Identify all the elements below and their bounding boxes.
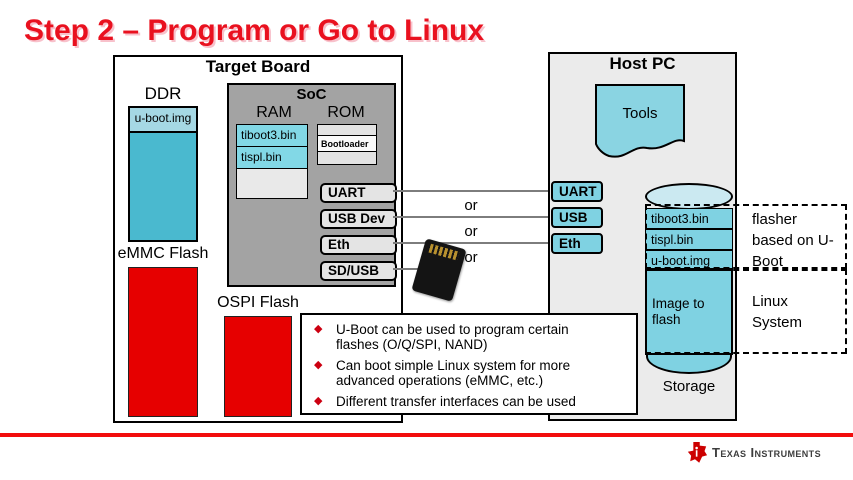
- soc-box: SoC RAM ROM tiboot3.bin tispl.bin Bootlo…: [227, 83, 397, 287]
- diamond-bullet-icon: ◆: [314, 323, 323, 335]
- ram-label: RAM: [256, 104, 292, 121]
- host-port-eth: Eth: [551, 233, 603, 254]
- note-text: Can boot simple Linux system for more ad…: [336, 358, 570, 388]
- emmc-flash-box: [128, 267, 198, 417]
- note-line: U-Boot can be used to program certain: [336, 322, 569, 337]
- brand-wordmark: Texas Instruments: [712, 445, 821, 460]
- storage-file-row: tispl.bin: [645, 229, 733, 250]
- ram-stack: tiboot3.bin tispl.bin: [236, 124, 308, 199]
- note-text: Different transfer interfaces can be use…: [336, 394, 576, 409]
- notes-box: ◆ U-Boot can be used to program certain …: [300, 313, 638, 415]
- rom-bootloader-row: Bootloader: [318, 136, 376, 152]
- micro-sd-card-icon: [411, 238, 467, 302]
- wire-sd: [393, 268, 435, 270]
- note-line: flashes (O/Q/SPI, NAND): [336, 337, 488, 352]
- note-text: U-Boot can be used to program certain fl…: [336, 322, 569, 352]
- rom-label: ROM: [327, 104, 365, 121]
- sd-contacts: [428, 243, 460, 261]
- rom-empty-row: [318, 125, 376, 136]
- footer-rule: [0, 433, 853, 437]
- rom-stack: Bootloader: [317, 124, 377, 165]
- soc-port-uart: UART: [320, 183, 397, 203]
- ti-texas-logo-icon: [687, 442, 708, 463]
- flasher-annotation: flasher based on U-Boot: [752, 211, 834, 270]
- soc-port-usb-dev: USB Dev: [320, 209, 397, 229]
- emmc-flash-label: eMMC Flash: [117, 245, 209, 262]
- soc-port-sd-usb: SD/USB: [320, 261, 397, 281]
- linux-system-dashed-box: [645, 269, 847, 354]
- ram-file-row: tiboot3.bin: [237, 125, 307, 147]
- slide-title: Step 2 – Program or Go to Linux: [24, 14, 485, 47]
- or-label: or: [464, 249, 478, 266]
- ram-file-row: tispl.bin: [237, 147, 307, 169]
- note-line: advanced operations (eMMC, etc.): [336, 373, 544, 388]
- ddr-file-row: u-boot.img: [130, 108, 196, 133]
- note-line: Different transfer interfaces can be use…: [336, 394, 576, 409]
- ospi-flash-box: [224, 316, 292, 417]
- or-label: or: [464, 197, 478, 214]
- soc-port-eth: Eth: [320, 235, 397, 255]
- storage-image-to-flash: Image to flash: [645, 269, 733, 355]
- storage-file-row: tiboot3.bin: [645, 208, 733, 229]
- host-port-usb: USB: [551, 207, 603, 228]
- wire-eth: [393, 242, 551, 244]
- target-board-title: Target Board: [205, 57, 311, 76]
- note-line: Can boot simple Linux system for more: [336, 358, 571, 373]
- note-item: ◆ Can boot simple Linux system for more …: [312, 358, 630, 388]
- host-pc-title: Host PC: [609, 54, 676, 73]
- host-port-uart: UART: [551, 181, 603, 202]
- ddr-label: DDR: [144, 84, 182, 103]
- tools-label: Tools: [622, 105, 658, 122]
- linux-system-annotation: Linux System: [752, 293, 803, 331]
- soc-title: SoC: [296, 86, 327, 103]
- tools-document-shape: [595, 84, 685, 158]
- ddr-box: u-boot.img: [128, 106, 198, 242]
- diamond-bullet-icon: ◆: [314, 395, 323, 407]
- diamond-bullet-icon: ◆: [314, 359, 323, 371]
- wire-usb: [393, 216, 551, 218]
- note-item: ◆ Different transfer interfaces can be u…: [312, 394, 630, 409]
- flasher-dashed-box: [645, 204, 847, 269]
- wire-uart: [393, 190, 551, 192]
- note-item: ◆ U-Boot can be used to program certain …: [312, 322, 630, 352]
- ospi-flash-label: OSPI Flash: [217, 294, 299, 311]
- storage-label: Storage: [662, 378, 716, 395]
- or-label: or: [464, 223, 478, 240]
- rom-empty-row: [318, 152, 376, 164]
